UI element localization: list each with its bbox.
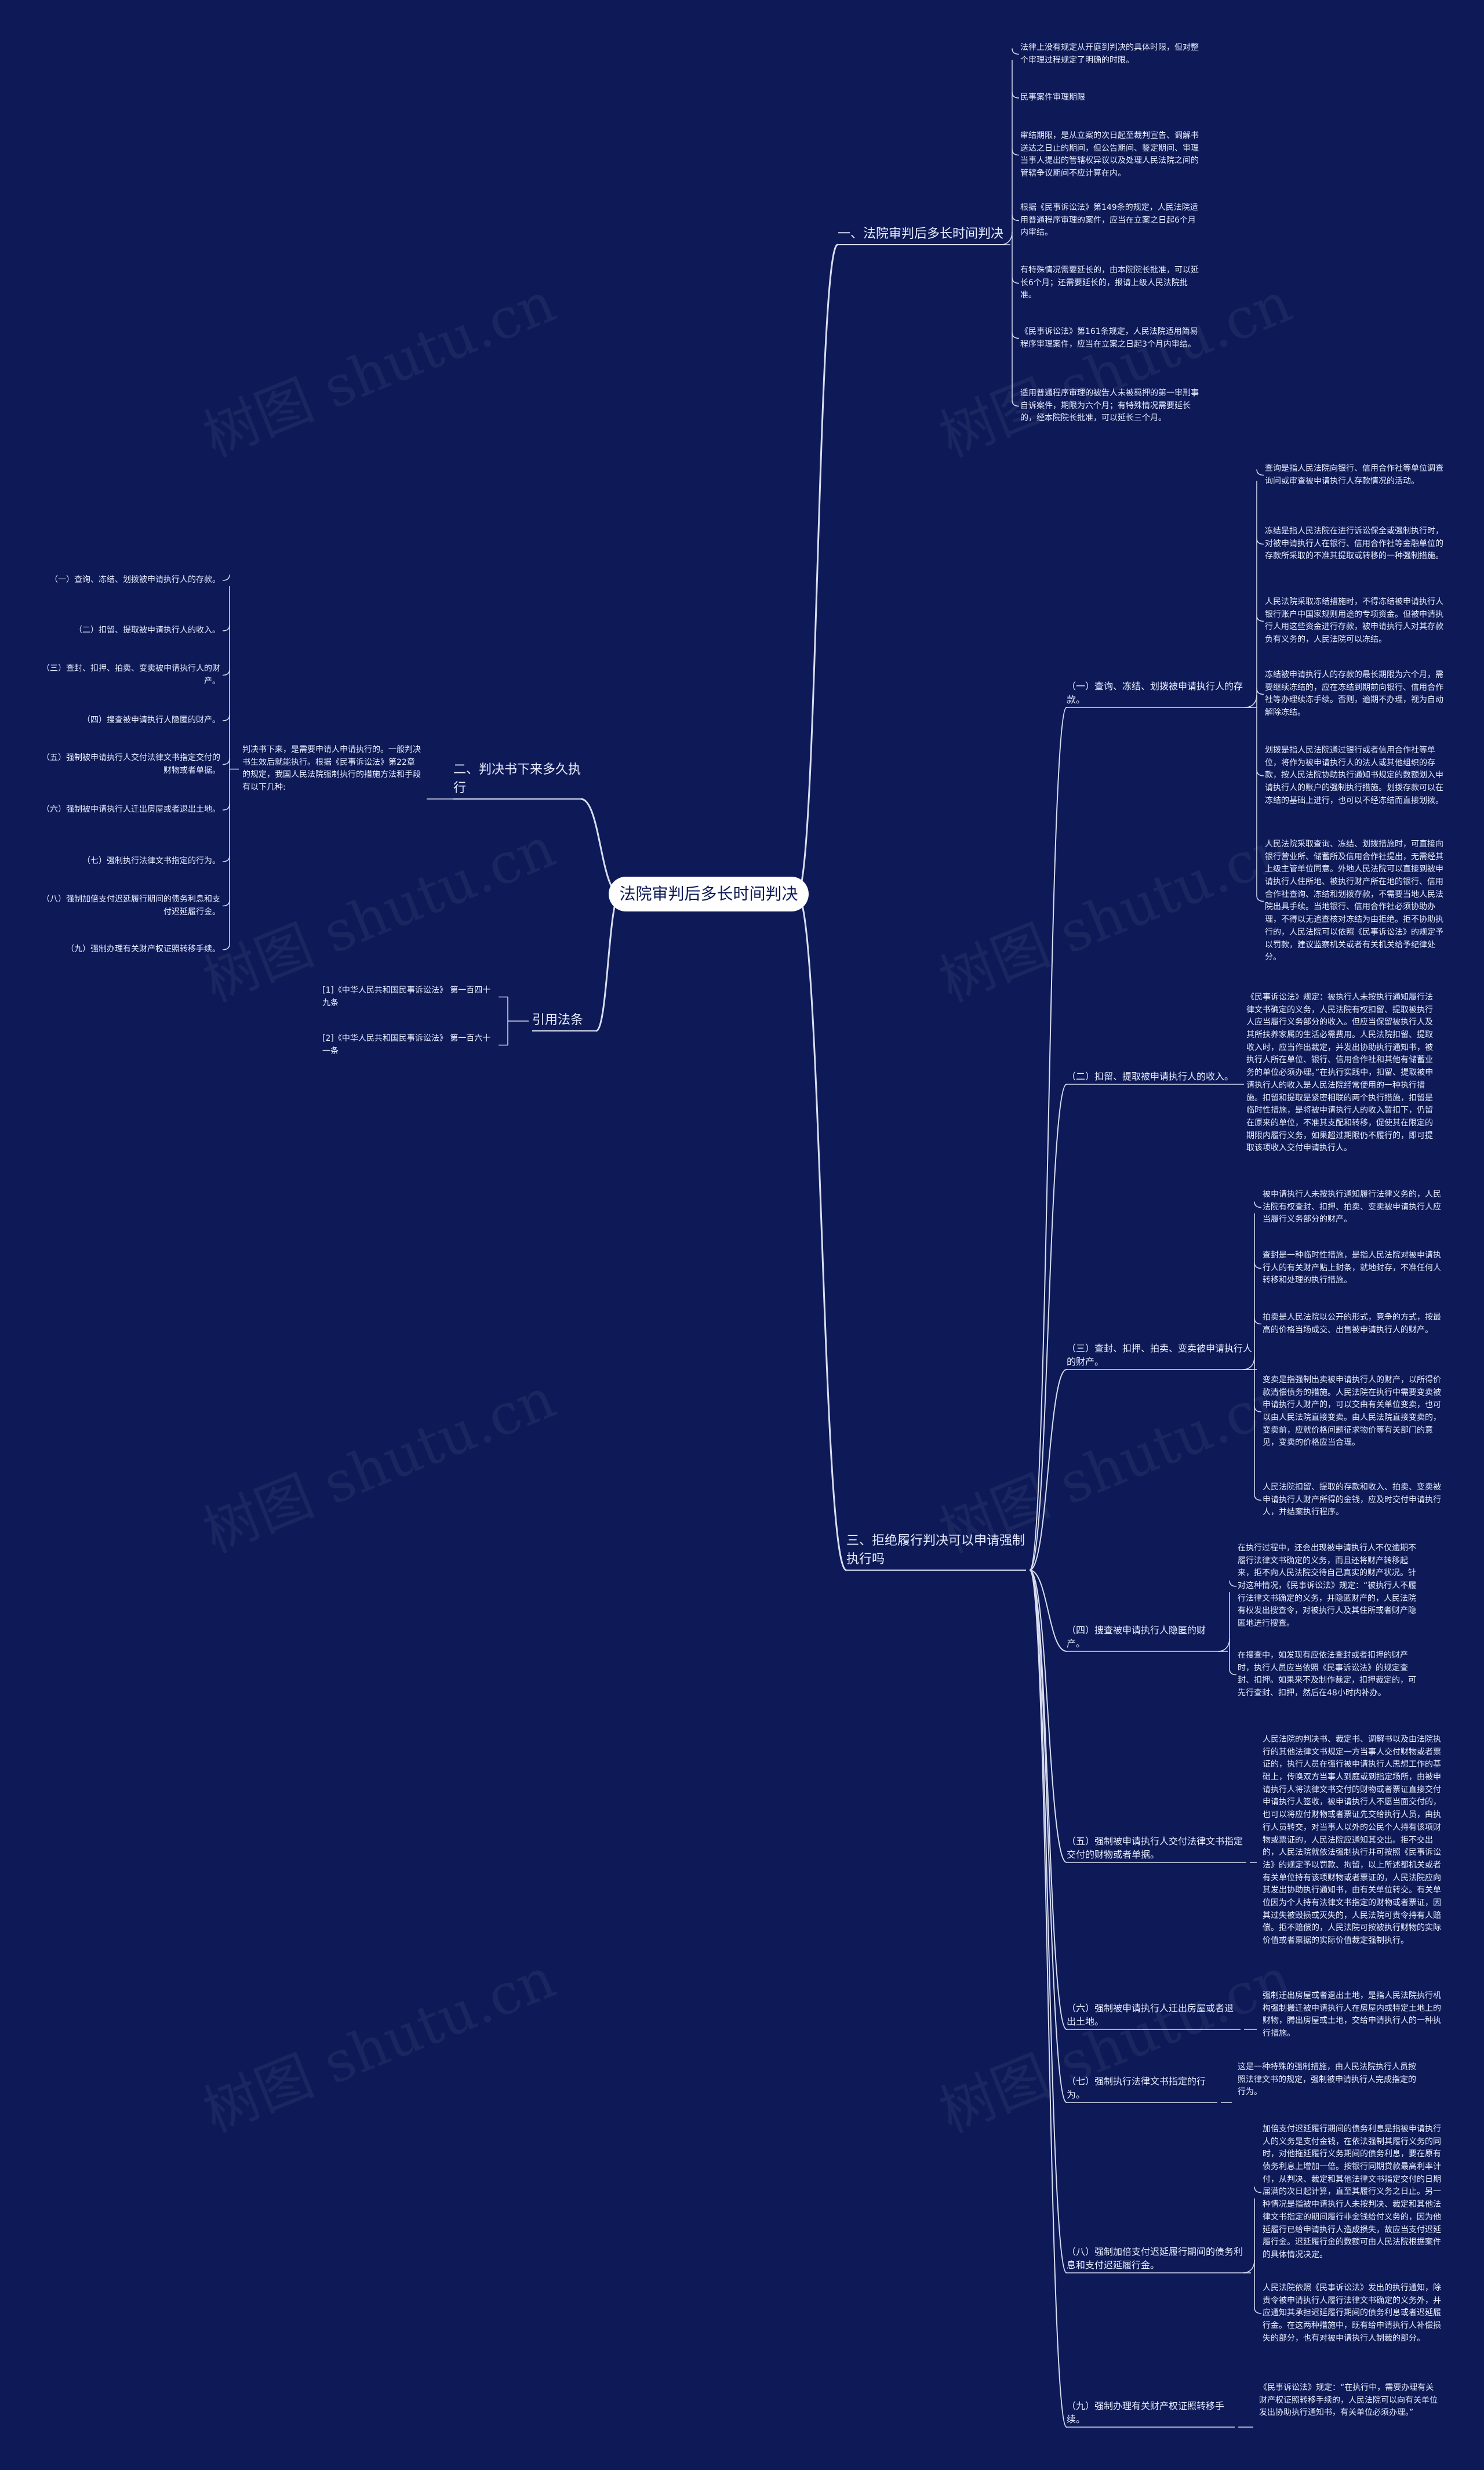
leaf-node: 适用普通程序审理的被告人未被羁押的第一审刑事自诉案件，期限为六个月；有特殊情况需… bbox=[1020, 388, 1199, 423]
sub-branch-vacate[interactable]: （六）强制被申请执行人迁出房屋或者退出土地。 bbox=[1067, 2003, 1234, 2028]
connector-line bbox=[1029, 1570, 1067, 2273]
connector-line bbox=[1029, 1570, 1067, 1863]
leaf-node: 民事案件审理期限 bbox=[1020, 93, 1085, 102]
connector-line bbox=[222, 758, 230, 765]
connector-line bbox=[595, 893, 621, 1032]
leaf-node: 加倍支付迟延履行期间的债务利息是指被申请执行人的义务是支付金钱，在依法强制其履行… bbox=[1263, 2124, 1441, 2260]
leaf-node: （二）扣留、提取被申请执行人的收入。 bbox=[74, 626, 220, 635]
leaf-node: （七）强制执行法律文书指定的行为。 bbox=[82, 856, 220, 866]
connector-line bbox=[1012, 332, 1020, 339]
leaf-node: （五）强制被申请执行人交付法律文书指定交付的财物或者单据。 bbox=[42, 753, 220, 775]
connector-line bbox=[222, 669, 230, 676]
connector-line bbox=[1254, 1318, 1262, 1325]
leaf-node: （一）查询、冻结、划拨被申请执行人的存款。 bbox=[50, 575, 220, 584]
connector-line bbox=[1012, 215, 1020, 221]
connector-line bbox=[1254, 2186, 1262, 2193]
leaf-node: 审结期限，是从立案的次日起至裁判宣告、调解书送达之日止的期间，但公告期间、鉴定期… bbox=[1020, 131, 1199, 179]
connector-line bbox=[1254, 1201, 1262, 1208]
leaf-node: 强制迁出房屋或者退出土地，是指人民法院执行机构强制搬迁被申请执行人在房屋内或特定… bbox=[1263, 1991, 1441, 2039]
connector-line bbox=[222, 900, 230, 907]
sub-branch-title-transfer[interactable]: （九）强制办理有关财产权证照转移手续。 bbox=[1067, 2400, 1225, 2425]
root-node[interactable]: 法院审判后多长时间判决 bbox=[609, 877, 809, 911]
sub-branch-specified-act[interactable]: （七）强制执行法律文书指定的行为。 bbox=[1067, 2076, 1206, 2101]
connector-line bbox=[222, 943, 230, 950]
sub-branch-deposit[interactable]: （一）查询、冻结、划拨被申请执行人的存款。 bbox=[1067, 681, 1243, 706]
connector-line bbox=[1029, 1369, 1067, 1571]
sub-branch-hidden-assets[interactable]: （四）搜查被申请执行人隐匿的财产。 bbox=[1067, 1625, 1206, 1650]
connector-line bbox=[1256, 895, 1264, 902]
connector-line bbox=[796, 893, 848, 1571]
connector-line bbox=[796, 244, 839, 895]
connector-line bbox=[1229, 1580, 1237, 1587]
connector-line bbox=[580, 798, 621, 895]
branch-court-judgment-time[interactable]: 一、法院审判后多长时间判决 bbox=[838, 227, 1004, 241]
branch-cited-law[interactable]: 引用法条 bbox=[532, 1013, 584, 1027]
sub-branch-deliver-goods[interactable]: （五）强制被申请执行人交付法律文书指定交付的财物或者单据。 bbox=[1067, 1836, 1243, 1861]
leaf-node: 人民法院的判决书、裁定书、调解书以及由法院执行的其他法律文书规定一方当事人交付财… bbox=[1263, 1735, 1441, 1945]
leaf-node: 查封是一种临时性措施，是指人民法院对被申请执行人的有关财产贴上封条，就地封存，不… bbox=[1263, 1251, 1441, 1285]
leaf-node: [1]《中华人民共和国民事诉讼法》 第一百四十九条 bbox=[322, 986, 491, 1008]
leaf-node: 变卖是指强制出卖被申请执行人的财产，以所得价款清偿债务的措施。人民法院在执行中需… bbox=[1263, 1375, 1441, 1448]
connector-line bbox=[222, 855, 230, 862]
connector-line bbox=[1029, 1570, 1067, 2428]
branch-intro-text: 判决书下来，是需要申请人申请执行的。一般判决书生效后就能执行。根据《民事诉讼法》… bbox=[242, 745, 421, 793]
connector-line bbox=[1256, 538, 1264, 545]
leaf-node: （四）搜查被申请执行人隐匿的财产。 bbox=[82, 715, 220, 725]
connector-line bbox=[1256, 469, 1264, 476]
sub-branch-late-interest[interactable]: （八）强制加倍支付迟延履行期间的债务利息和支付迟延履行金。 bbox=[1067, 2246, 1243, 2271]
branch-enforcement-application[interactable]: 三、拒绝履行判决可以申请强制执行吗 bbox=[846, 1534, 1025, 1567]
leaf-node: 冻结是指人民法院在进行诉讼保全或强制执行时，对被申请执行人在银行、信用合作社等金… bbox=[1265, 526, 1443, 561]
leaf-node: （六）强制被申请执行人迁出房屋或者退出土地。 bbox=[42, 805, 220, 814]
connector-line bbox=[1029, 1570, 1067, 2103]
leaf-node: 法律上没有规定从开庭到判决的具体时限，但对整个审理过程规定了明确的时限。 bbox=[1020, 43, 1199, 65]
connector-line bbox=[1012, 277, 1020, 284]
leaf-node: 人民法院依照《民事诉讼法》发出的执行通知，除责令被申请执行人履行法律文书确定的义… bbox=[1263, 2283, 1441, 2343]
connector-line bbox=[1012, 92, 1020, 99]
connector-line bbox=[1256, 688, 1264, 695]
branch-execution-time[interactable]: 二、判决书下来多久执行 bbox=[453, 762, 581, 796]
connector-line bbox=[1029, 707, 1067, 1571]
leaf-node: 人民法院扣留、提取的存款和收入、拍卖、变卖被申请执行人财产所得的金钱，应及时交付… bbox=[1263, 1483, 1441, 1517]
sub-branch-income[interactable]: （二）扣留、提取被申请执行人的收入。 bbox=[1067, 1071, 1234, 1082]
leaf-node: 这是一种特殊的强制措施，由人民法院执行人员按照法律文书的规定，强制被申请执行人完… bbox=[1238, 2062, 1416, 2097]
leaf-node: 《民事诉讼法》规定：“在执行中，需要办理有关财产权证照转移手续的，人民法院可以向… bbox=[1259, 2383, 1438, 2418]
leaf-node: （八）强制加倍支付迟延履行期间的债务利息和支付迟延履行金。 bbox=[42, 895, 220, 917]
leaf-node: 在执行过程中，还会出现被申请执行人不仅逾期不履行法律文书确定的义务，而且还将财产… bbox=[1238, 1543, 1417, 1629]
leaf-node: 查询是指人民法院向银行、信用合作社等单位调查询问或审查被申请执行人存款情况的活动… bbox=[1265, 464, 1443, 486]
leaf-node: 在搜查中，如发现有应依法查封或者扣押的财产时，执行人员应当依照《民事诉讼法》的规… bbox=[1238, 1651, 1416, 1698]
connector-line bbox=[1029, 1570, 1067, 2030]
connector-line bbox=[1254, 1262, 1262, 1269]
connector-line bbox=[222, 574, 230, 581]
leaf-node: （三）查封、扣押、拍卖、变卖被申请执行人的财产。 bbox=[42, 664, 220, 686]
leaf-node: 《民事诉讼法》规定：被执行人未按执行通知履行法律文书确定的义务，人民法院有权扣留… bbox=[1246, 993, 1434, 1153]
leaf-node: 拍卖是人民法院以公开的形式，竞争的方式，按最高的价格当场成交、出售被申请执行人的… bbox=[1263, 1313, 1441, 1335]
connector-line bbox=[1256, 769, 1264, 776]
leaf-node: 划拨是指人民法院通过银行或者信用合作社等单位，将作为被申请执行人的法人或其他组织… bbox=[1265, 746, 1443, 805]
leaf-node: 被申请执行人未按执行通知履行法律义务的，人民法院有权查封、扣押、拍卖、变卖被申请… bbox=[1263, 1190, 1441, 1225]
connector-line bbox=[1029, 1570, 1067, 1652]
sub-branch-property[interactable]: （三）查封、扣押、拍卖、变卖被申请执行人的财产。 bbox=[1067, 1343, 1253, 1368]
connector-line bbox=[1029, 1084, 1067, 1571]
connector-line bbox=[1012, 48, 1020, 55]
leaf-node: 根据《民事诉讼法》第149条的规定，人民法院适用普通程序审理的案件，应当在立案之… bbox=[1020, 203, 1198, 238]
connector-line bbox=[1254, 1494, 1262, 1501]
connector-line bbox=[1256, 615, 1264, 622]
leaf-node: （九）强制办理有关财产权证照转移手续。 bbox=[66, 945, 220, 954]
leaf-node: 人民法院采取查询、冻结、划拨措施时，可直接向银行营业所、储蓄所及信用合作社提出，… bbox=[1265, 840, 1443, 962]
leaf-node: 冻结被申请执行人的存款的最长期限为六个月，需要继续冻结的，应在冻结到期前向银行、… bbox=[1265, 670, 1443, 718]
leaf-node: [2]《中华人民共和国民事诉讼法》 第一百六十一条 bbox=[322, 1034, 491, 1056]
connector-line bbox=[1229, 1669, 1237, 1676]
connector-line bbox=[222, 624, 230, 631]
connector-line bbox=[222, 714, 230, 721]
leaf-node: 《民事诉讼法》第161条规定，人民法院适用简易程序审理案件，应当在立案之日起3个… bbox=[1020, 327, 1198, 349]
connector-line bbox=[1012, 400, 1020, 407]
leaf-node: 人民法院采取冻结措施时，不得冻结被申请执行人银行账户中国家规则用途的专项资金。但… bbox=[1265, 597, 1443, 645]
connector-line bbox=[222, 804, 230, 811]
connector-line bbox=[1012, 149, 1020, 156]
connector-line bbox=[1254, 1405, 1262, 1412]
leaf-node: 有特殊情况需要延长的，由本院院长批准，可以延长6个月；还需要延长的，报请上级人民… bbox=[1020, 266, 1199, 300]
connector-line bbox=[1254, 2307, 1262, 2314]
